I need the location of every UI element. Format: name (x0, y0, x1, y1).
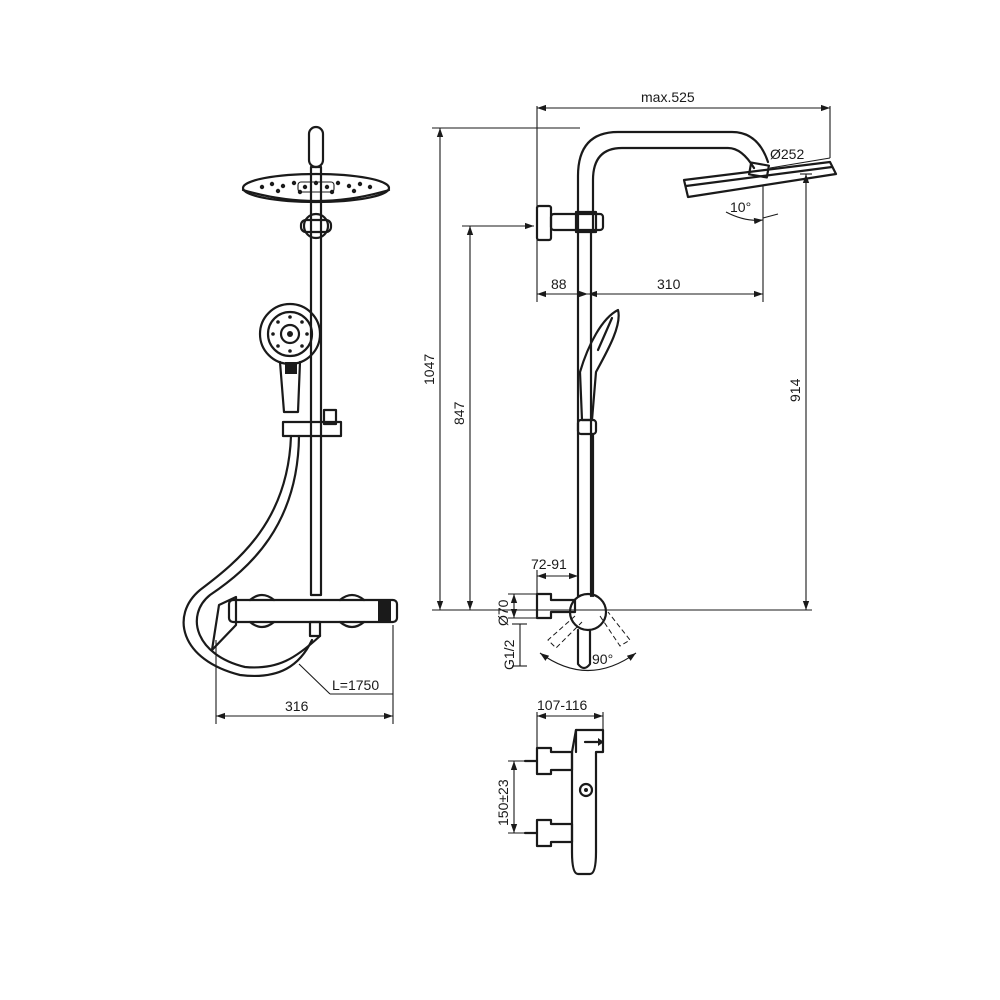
head-tilt-label: 10° (730, 199, 751, 215)
thread-label: G1/2 (501, 639, 517, 670)
mixer-side: 90° (535, 592, 637, 671)
arm-height-label: 847 (451, 401, 467, 425)
total-height-label: 1047 (421, 354, 437, 385)
head-height-label: 914 (787, 378, 803, 402)
mixer-width-label: 107-116 (537, 697, 588, 713)
side-view: 90° 10° Ø252 max.525 1047 847 88 310 (421, 89, 838, 671)
hose-length-label: L=1750 (332, 677, 379, 693)
mixer-diameter-label: Ø70 (495, 599, 511, 626)
lever-angle-label: 90° (592, 651, 613, 667)
head-diameter-label: Ø252 (770, 146, 804, 162)
mixer-detail-view: 107-116 150±23 (495, 697, 605, 876)
rain-shower-head-side (682, 160, 838, 199)
wall-bracket-side (535, 204, 605, 242)
mixer-front (210, 593, 399, 652)
max-width-label: max.525 (641, 89, 695, 105)
front-view: L=1750 316 (182, 125, 399, 724)
front-width-label: 316 (285, 698, 309, 714)
inlet-spacing-label: 150±23 (495, 779, 511, 826)
hand-shower-front (258, 302, 322, 414)
offset-310-label: 310 (657, 276, 681, 292)
offset-88-label: 88 (551, 276, 567, 292)
hand-shower-side (576, 308, 620, 436)
rain-shower-head-front (241, 172, 391, 204)
mixer-depth-label: 72-91 (531, 556, 567, 572)
